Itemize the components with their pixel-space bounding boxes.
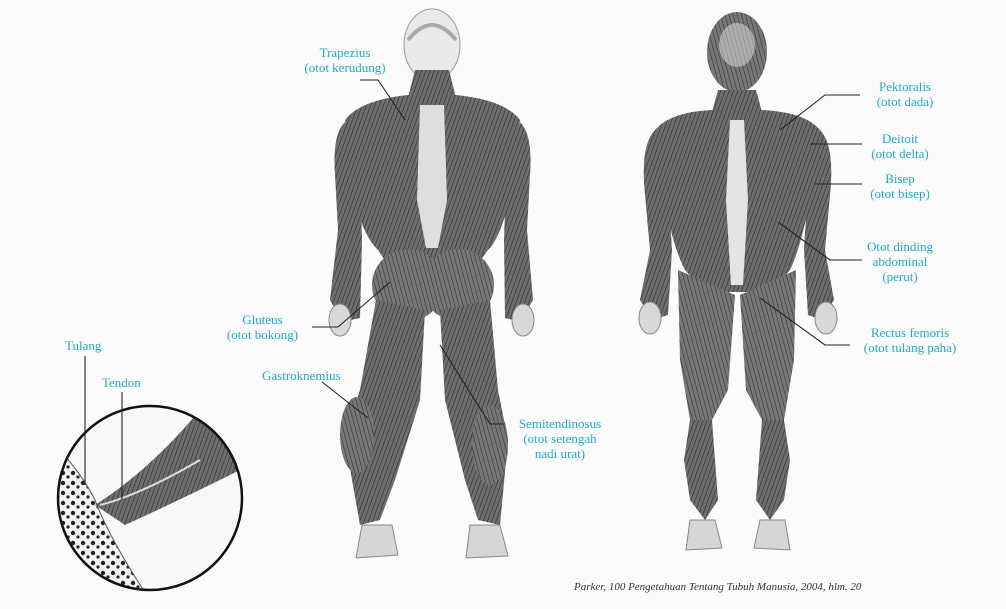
label-rectus-name: Rectus femoris [870,325,950,340]
label-gluteus-name: Gluteus [242,312,283,327]
label-rectus-desc: (otot tulang paha) [863,340,957,355]
label-bisep-name: Bisep [885,171,915,186]
label-trapezius: Trapezius (otot kerudung) [290,45,400,75]
label-trapezius-desc: (otot kerudung) [304,60,386,75]
label-abdominal-desc1: abdominal [872,254,928,269]
label-abdominal-desc2: (perut) [882,269,918,284]
label-bisep-desc: (otot bisep) [870,186,930,201]
label-tendon-name: Tendon [102,375,141,390]
label-trapezius-name: Trapezius [319,45,371,60]
tendon-closeup [56,404,244,592]
label-deitoit-name: Deitoit [881,131,919,146]
label-gastroknemius: Gastroknemius [262,368,341,383]
label-abdominal: Otot dinding abdominal (perut) [856,239,944,284]
label-bisep: Bisep (otot bisep) [860,171,940,201]
back-view-figure [328,8,535,559]
label-rectus-femoris: Rectus femoris (otot tulang paha) [848,325,972,355]
label-deitoit: Deitoit (otot delta) [860,131,940,161]
label-tulang: Tulang [65,338,101,353]
label-pektoralis: Pektoralis (otot dada) [860,79,950,109]
label-semitendinosus-desc1: (otot setengah [523,431,597,446]
label-semitendinosus-name: Semitendinosus [518,416,602,431]
label-abdominal-name: Otot dinding [866,239,934,254]
label-pektoralis-desc: (otot dada) [876,94,934,109]
source-caption: Parker, 100 Pengetahuan Tentang Tubuh Ma… [574,581,862,593]
label-semitendinosus-desc2: nadi urat) [534,446,586,461]
label-pektoralis-name: Pektoralis [879,79,931,94]
label-semitendinosus: Semitendinosus (otot setengah nadi urat) [500,416,620,461]
front-view-figure [638,12,838,551]
label-gluteus: Gluteus (otot bokong) [215,312,310,342]
label-tendon: Tendon [102,375,141,390]
leader-lines [84,79,862,500]
label-gastroknemius-name: Gastroknemius [262,368,341,383]
label-tulang-name: Tulang [65,338,102,353]
label-gluteus-desc: (otot bokong) [226,327,299,342]
label-deitoit-desc: (otot delta) [871,146,929,161]
